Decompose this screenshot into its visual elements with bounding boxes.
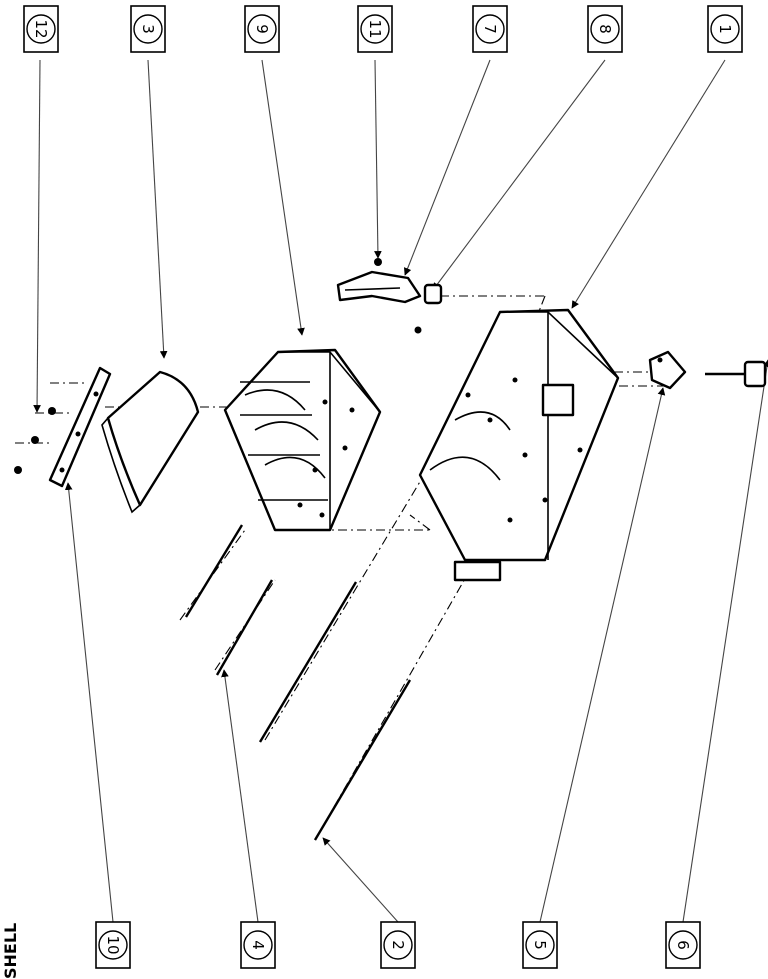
- balloon-9: 9: [244, 5, 280, 53]
- svg-text:2: 2: [389, 940, 407, 950]
- balloon-5: 5: [522, 921, 558, 969]
- svg-text:9: 9: [253, 24, 271, 34]
- part-1-main-housing: [418, 308, 620, 582]
- svg-text:11: 11: [366, 19, 384, 38]
- leader-11: [374, 59, 382, 259]
- part-9-clamp-block: [223, 348, 382, 532]
- svg-text:5: 5: [531, 940, 549, 950]
- svg-text:7: 7: [481, 24, 499, 34]
- balloon-7: 7: [472, 5, 508, 53]
- part-10-strap: [48, 366, 112, 488]
- svg-text:12: 12: [32, 19, 50, 38]
- leader-8: [432, 59, 606, 291]
- balloon-11: 11: [357, 5, 393, 53]
- balloon-4: 4: [240, 921, 276, 969]
- svg-text:8: 8: [596, 24, 614, 34]
- part-7-toggle-clamp: [336, 258, 422, 334]
- balloon-1: 1: [707, 5, 743, 53]
- balloon-6: 6: [665, 921, 701, 969]
- drawing-title: SHELL: [1, 923, 20, 979]
- leader-9: [261, 59, 305, 336]
- leader-1: [571, 59, 726, 309]
- leader-6: [682, 359, 768, 923]
- balloon-8: 8: [587, 5, 623, 53]
- leader-7: [403, 59, 491, 276]
- leader-2: [322, 837, 399, 923]
- balloon-10: 10: [95, 921, 131, 969]
- svg-text:3: 3: [139, 24, 157, 34]
- leader-10: [64, 482, 114, 923]
- part-5-bracket: [648, 350, 687, 390]
- svg-text:6: 6: [674, 940, 692, 950]
- part-12-screws: [14, 407, 56, 474]
- part-6-adjuster-bolt: [705, 360, 767, 388]
- leader-5: [539, 387, 666, 923]
- balloon-3: 3: [130, 5, 166, 53]
- leader-12: [33, 59, 41, 413]
- leader-4: [221, 669, 259, 923]
- balloon-2: 2: [380, 921, 416, 969]
- svg-text:4: 4: [249, 940, 267, 950]
- part-4-pins: [184, 524, 274, 676]
- part-3-half-shell: [101, 370, 200, 514]
- svg-text:1: 1: [716, 24, 734, 34]
- leader-lines: [33, 59, 768, 923]
- svg-text:10: 10: [104, 935, 122, 954]
- balloon-12: 12: [23, 5, 59, 53]
- part-2-rods: [258, 581, 412, 841]
- leader-3: [147, 59, 168, 359]
- part-8-clamp-pad: [423, 283, 443, 305]
